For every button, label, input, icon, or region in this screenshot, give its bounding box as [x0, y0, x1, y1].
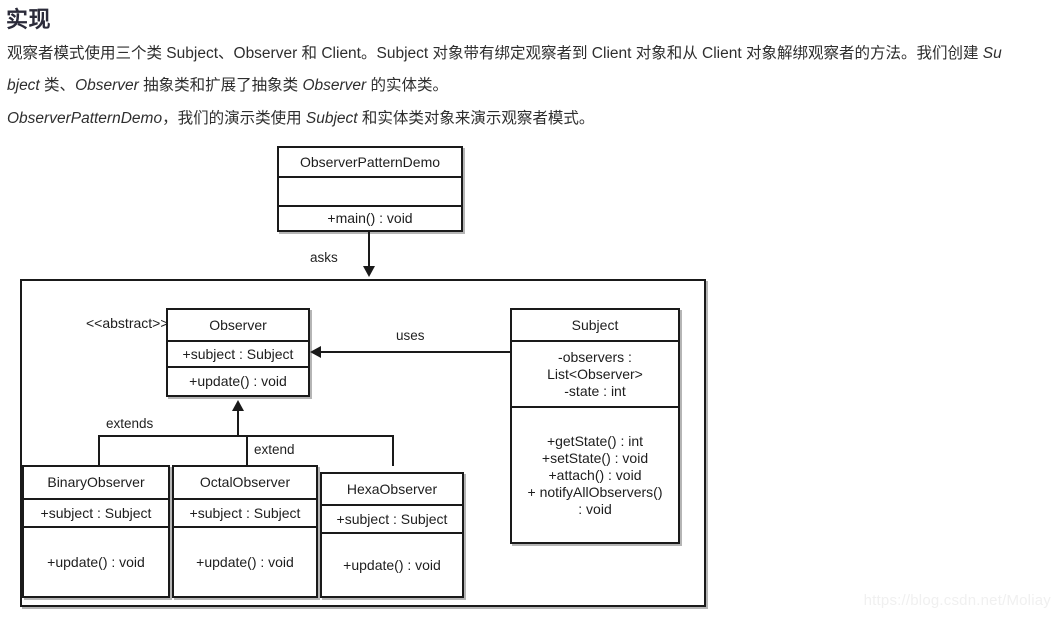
class-title: BinaryObserver	[47, 474, 145, 490]
methods-section: +main() : void	[279, 205, 461, 230]
edge-label-uses: uses	[394, 328, 427, 343]
connector-asks-arrowhead	[363, 266, 375, 277]
stereotype-abstract-label: <<abstract>>	[86, 315, 169, 331]
attribute-subject: +subject : Subject	[189, 504, 301, 521]
method-notify-all-observers: + notifyAllObservers()	[527, 483, 663, 500]
class-box-binary-observer[interactable]: BinaryObserver +subject : Subject +updat…	[22, 465, 170, 598]
connector-extends-drop-octal	[246, 435, 248, 466]
class-name-section: HexaObserver	[322, 474, 462, 504]
uml-class-diagram: ObserverPatternDemo +main() : void asks …	[0, 138, 1059, 617]
class-name-section: Subject	[512, 310, 678, 340]
attribute-observers: -observers :	[558, 348, 632, 365]
class-name-section: ObserverPatternDemo	[279, 148, 461, 176]
class-name-section: BinaryObserver	[24, 467, 168, 498]
connector-extends-arrowhead	[232, 400, 244, 411]
class-box-hexa-observer[interactable]: HexaObserver +subject : Subject +update(…	[320, 472, 464, 598]
paragraph-segment-2-2: 类、	[39, 77, 76, 94]
watermark: https://blog.csdn.net/Moliay	[863, 592, 1051, 609]
method-notify-all-observers-return: : void	[578, 500, 612, 517]
class-name-section: OctalObserver	[174, 467, 316, 498]
attribute-subject: +subject : Subject	[336, 510, 448, 527]
methods-section: +update() : void	[24, 526, 168, 596]
paragraph-segment-3-3: Subject	[305, 110, 358, 127]
method-update: +update() : void	[47, 553, 145, 570]
edge-label-asks: asks	[308, 250, 340, 265]
paragraph-segment-2-3: Observer	[75, 77, 139, 94]
attributes-section: -observers : List<Observer> -state : int	[512, 340, 678, 406]
class-title: Subject	[571, 316, 619, 333]
attribute-subject: +subject : Subject	[40, 504, 152, 521]
attributes-section: +subject : Subject	[24, 498, 168, 526]
connector-uses-arrowhead	[310, 346, 321, 358]
connector-extends-drop-binary	[98, 435, 100, 466]
methods-section: +update() : void	[322, 532, 462, 596]
method-get-state: +getState() : int	[546, 432, 644, 449]
paragraph-segment-2-4: 抽象类和扩展了抽象类	[138, 77, 303, 94]
connector-extends-drop-hexa	[392, 435, 394, 466]
class-box-observer[interactable]: Observer +subject : Subject +update() : …	[166, 308, 310, 397]
paragraph-segment-2-6: 的实体类。	[366, 77, 448, 94]
class-title: ObserverPatternDemo	[299, 153, 441, 170]
method-set-state: +setState() : void	[541, 449, 649, 466]
method-attach: +attach() : void	[548, 466, 642, 483]
methods-section: +getState() : int +setState() : void +at…	[512, 406, 678, 542]
attributes-section	[279, 176, 461, 205]
paragraph-segment-2-5: Observer	[302, 77, 367, 94]
class-title: HexaObserver	[346, 480, 438, 497]
paragraph-segment-1-1: 观察者模式使用三个类 Subject、Observer 和 Client。Sub…	[7, 45, 983, 62]
class-title: OctalObserver	[199, 474, 291, 490]
class-box-octal-observer[interactable]: OctalObserver +subject : Subject +update…	[172, 465, 318, 598]
class-title: Observer	[209, 316, 267, 333]
attribute-observers-type: List<Observer>	[547, 365, 643, 382]
method-main: +main() : void	[327, 210, 413, 226]
intro-paragraph-line-3: ObserverPatternDemo，我们的演示类使用 Subject 和实体…	[7, 110, 594, 128]
attributes-section: +subject : Subject	[322, 504, 462, 532]
attribute-state: -state : int	[564, 382, 626, 399]
page-title: 实现	[6, 7, 52, 32]
method-update: +update() : void	[196, 553, 294, 570]
attributes-section: +subject : Subject	[168, 340, 308, 366]
paragraph-segment-2-1: bject	[7, 77, 40, 94]
method-update: +update() : void	[343, 556, 441, 573]
attributes-section: +subject : Subject	[174, 498, 316, 526]
edge-label-extend: extend	[252, 442, 297, 457]
class-box-observer-pattern-demo[interactable]: ObserverPatternDemo +main() : void	[277, 146, 463, 232]
paragraph-segment-3-4: 和实体类对象来演示观察者模式。	[357, 110, 595, 127]
intro-paragraph-line-2: bject 类、Observer 抽象类和扩展了抽象类 Observer 的实体…	[7, 77, 448, 95]
class-box-subject[interactable]: Subject -observers : List<Observer> -sta…	[510, 308, 680, 544]
paragraph-segment-3-2: ，我们的演示类使用	[162, 110, 306, 127]
methods-section: +update() : void	[174, 526, 316, 596]
class-name-section: Observer	[168, 310, 308, 340]
paragraph-segment-1-2: Su	[982, 45, 1002, 62]
intro-paragraph-line-1: 观察者模式使用三个类 Subject、Observer 和 Client。Sub…	[7, 45, 1002, 63]
connector-extends-stem	[237, 411, 239, 437]
paragraph-segment-3-1: ObserverPatternDemo	[7, 110, 163, 127]
method-update: +update() : void	[189, 373, 287, 389]
methods-section: +update() : void	[168, 366, 308, 395]
attribute-subject: +subject : Subject	[182, 345, 294, 362]
connector-asks-line	[368, 232, 370, 268]
connector-uses-line	[320, 351, 510, 353]
edge-label-extends: extends	[104, 416, 156, 431]
